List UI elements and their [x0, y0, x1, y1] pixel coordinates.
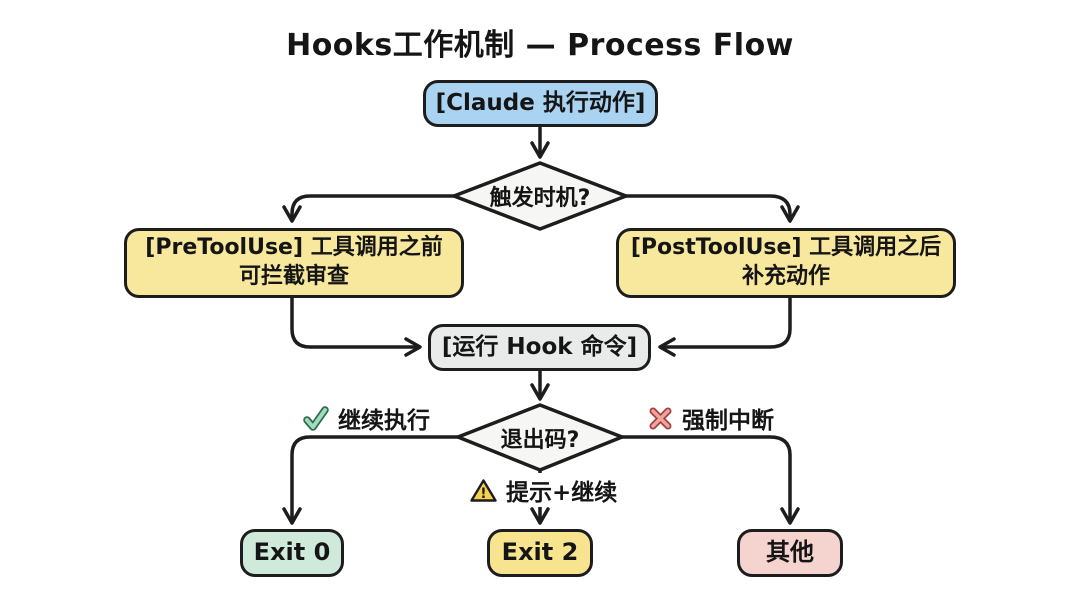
node-exit-2-label: Exit 2 — [501, 538, 579, 567]
page-title: Hooks工作机制 — Process Flow — [286, 28, 794, 63]
edge-label-continue-text: 继续执行 — [338, 408, 430, 434]
node-pretooluse-line2: 可拦截审查 — [238, 264, 349, 289]
check-icon — [302, 405, 329, 432]
decision-trigger-shape — [452, 161, 628, 231]
edge-exitcode-to-other — [620, 435, 800, 525]
edge-label-warn: ! 提示+继续 — [465, 473, 623, 507]
edge-exitcode-to-exit0 — [282, 435, 460, 525]
node-posttooluse: [PostToolUse] 工具调用之后 补充动作 — [616, 228, 956, 298]
edge-pretooluse-to-run — [290, 296, 422, 357]
decision-exitcode-shape — [456, 403, 624, 472]
edge-label-warn-text: 提示+继续 — [506, 480, 618, 506]
node-claude-action: [Claude 执行动作] — [423, 80, 658, 127]
node-posttooluse-line1: [PostToolUse] 工具调用之后 — [630, 235, 942, 261]
edge-trigger-to-pretooluse — [282, 194, 456, 223]
x-icon — [648, 406, 673, 431]
node-exit-0-label: Exit 0 — [253, 538, 331, 567]
warning-exclamation-mark: ! — [480, 486, 486, 502]
edge-label-block: 强制中断 — [648, 401, 774, 435]
edge-label-block-text: 强制中断 — [682, 408, 774, 434]
node-other-label: 其他 — [766, 538, 814, 567]
node-exit-2: Exit 2 — [487, 529, 593, 577]
node-exit-0: Exit 0 — [240, 529, 344, 577]
node-posttooluse-line2: 补充动作 — [741, 264, 830, 289]
node-pretooluse-line1: [PreToolUse] 工具调用之前 — [145, 235, 443, 261]
edge-posttooluse-to-run — [658, 296, 792, 357]
decision-exitcode-label: 退出码? — [500, 427, 580, 453]
node-pretooluse: [PreToolUse] 工具调用之前 可拦截审查 — [124, 228, 464, 298]
warning-icon: ! — [470, 478, 497, 503]
edge-label-continue: 继续执行 — [302, 401, 430, 435]
node-claude-action-label: [Claude 执行动作] — [435, 89, 646, 116]
edge-trigger-to-posttooluse — [624, 194, 800, 223]
node-run-hook-label: [运行 Hook 命令] — [441, 333, 638, 360]
decision-trigger-label: 触发时机? — [489, 186, 591, 211]
node-other: 其他 — [737, 529, 843, 577]
node-run-hook: [运行 Hook 命令] — [428, 324, 651, 371]
